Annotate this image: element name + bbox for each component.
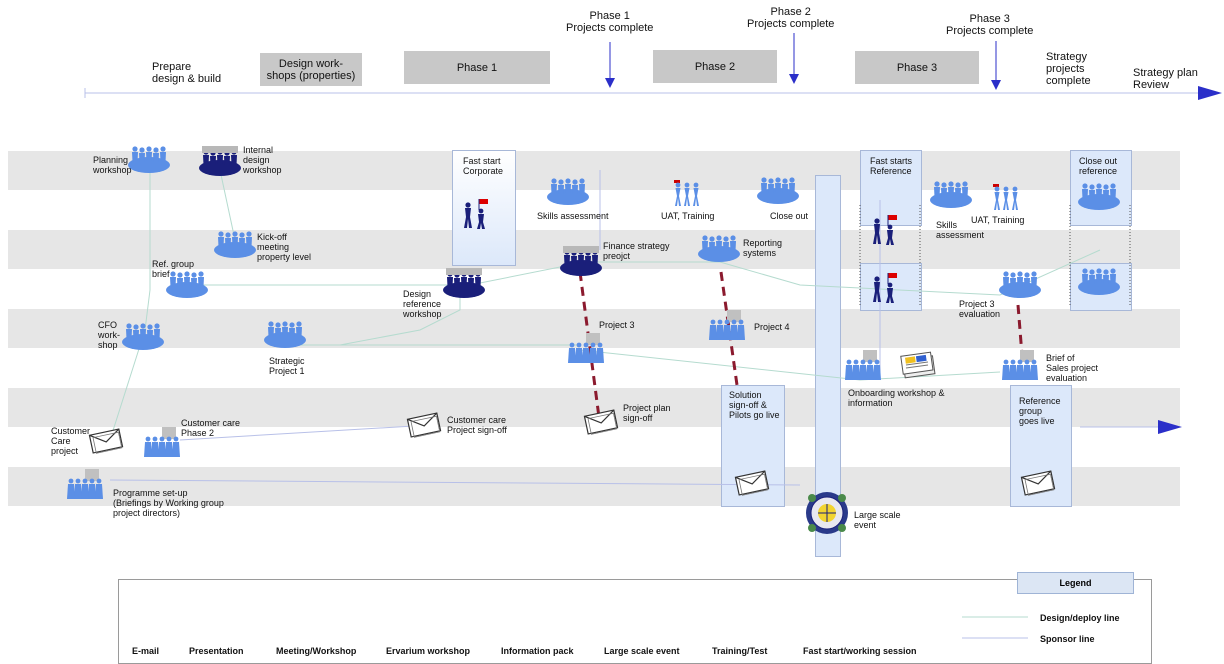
customer-care-signoff-label: Customer care Project sign-off — [447, 415, 507, 435]
legend-email-label: E-mail — [132, 646, 160, 656]
meeting-icon — [121, 320, 165, 357]
legend-design-line-label: Design/deploy line — [1040, 613, 1120, 623]
strategy-complete-label: Strategy projects complete — [1046, 51, 1091, 87]
timeline-axis — [84, 33, 1222, 100]
solution-signoff-label: Solution sign-off & Pilots go live — [729, 390, 780, 420]
meeting-icon — [929, 178, 973, 215]
meeting-icon — [998, 268, 1042, 305]
project3-evaluation-label: Project 3 evaluation — [959, 299, 1001, 319]
timeline-prepare-label: Prepare design & build — [152, 61, 222, 85]
ervarium-icon — [198, 146, 242, 183]
legend-ervarium-label: Ervarium workshop — [386, 646, 471, 656]
presentation-icon — [709, 310, 749, 347]
email-icon — [734, 470, 770, 501]
meeting-icon — [756, 174, 800, 211]
phase2-complete-label: Phase 2 Projects complete — [747, 6, 835, 30]
customer-care-phase2-label: Customer care Phase 2 — [181, 418, 241, 438]
legend-training-label: Training/Test — [712, 646, 768, 656]
planning-workshop-label: Planning workshop — [93, 155, 132, 175]
training-icon — [989, 180, 1023, 217]
reference-group-live-label: Reference group goes live — [1019, 396, 1061, 426]
large-scale-event-label: Large scale event — [854, 510, 901, 530]
strategic-project1-label: Strategic Project 1 — [269, 356, 305, 376]
legend-sponsor-line-label: Sponsor line — [1040, 634, 1095, 644]
legend-meeting-label: Meeting/Workshop — [276, 646, 357, 656]
email-icon — [406, 412, 442, 443]
fast-starts-reference-label: Fast starts Reference — [870, 156, 913, 176]
fast-start-icon — [459, 196, 493, 235]
email-icon — [583, 409, 619, 440]
close-out-reference-label: Close out reference — [1079, 156, 1118, 176]
legend-large-event-label: Large scale event — [604, 646, 680, 656]
phase1-box: Phase 1 — [404, 51, 550, 84]
fast-start-icon — [868, 270, 902, 309]
legend-presentation-label: Presentation — [189, 646, 244, 656]
onboarding-workshop-label: Onboarding workshop & information — [848, 388, 945, 408]
skills-assessment2-label: Skills assessment — [936, 220, 985, 240]
finance-strategy-label: Finance strategy preojct — [603, 241, 670, 261]
close-out-label: Close out — [770, 211, 809, 221]
meeting-icon — [1077, 265, 1121, 302]
meeting-icon — [1077, 180, 1121, 217]
legend-info-pack-label: Information pack — [501, 646, 574, 656]
phase1-complete-label: Phase 1 Projects complete — [566, 10, 654, 34]
phase2-box: Phase 2 — [653, 50, 777, 83]
reporting-systems-label: Reporting systems — [743, 238, 783, 258]
project4-label: Project 4 — [754, 322, 790, 332]
presentation-icon — [845, 350, 885, 387]
meeting-icon — [127, 143, 171, 180]
fast-start-corporate-panel — [452, 150, 516, 266]
ervarium-icon — [559, 246, 603, 283]
presentation-icon — [67, 469, 107, 506]
kickoff-meeting-label: Kick-off meeting property level — [257, 232, 312, 262]
customer-care-project-label: Customer Care project — [51, 426, 91, 456]
legend-fast-start-label: Fast start/working session — [803, 646, 917, 656]
ervarium-icon — [442, 268, 486, 305]
ref-group-brief-label: Ref. group brief — [152, 259, 195, 279]
uat-training-label: UAT, Training — [661, 211, 715, 221]
strategy-review-label: Strategy plan Review — [1133, 67, 1198, 91]
programme-setup-label: Programme set-up (Briefings by Working g… — [113, 488, 224, 518]
meeting-icon — [213, 228, 257, 265]
training-icon — [670, 176, 704, 213]
meeting-icon — [263, 318, 307, 355]
phase3-box: Phase 3 — [855, 51, 979, 84]
email-icon — [88, 428, 124, 459]
fast-start-icon — [868, 212, 902, 251]
legend-title: Legend — [1017, 572, 1134, 594]
uat-training2-label: UAT, Training — [971, 215, 1025, 225]
fast-starts-reference-panel-top — [860, 150, 922, 226]
presentation-icon — [568, 333, 608, 370]
brief-sales-project-label: Brief of Sales project evaluation — [1046, 353, 1099, 383]
meeting-icon — [546, 175, 590, 212]
presentation-icon — [144, 427, 184, 464]
globe-icon — [804, 490, 850, 541]
phase3-complete-label: Phase 3 Projects complete — [946, 13, 1034, 37]
project3-label: Project 3 — [599, 320, 635, 330]
close-out-reference-panel-top — [1070, 150, 1132, 226]
fast-start-corporate-label: Fast start Corporate — [463, 156, 504, 176]
presentation-icon — [1002, 350, 1042, 387]
meeting-icon — [165, 268, 209, 305]
skills-assessment-label: Skills assessment — [537, 211, 609, 221]
design-reference-workshop-label: Design reference workshop — [403, 289, 442, 319]
design-workshops-box: Design work- shops (properties) — [260, 53, 362, 86]
project-plan-signoff-label: Project plan sign-off — [623, 403, 671, 423]
info-pack-icon — [898, 348, 938, 385]
internal-design-workshop-label: Internal design workshop — [243, 145, 282, 175]
meeting-icon — [697, 232, 741, 269]
cfo-workshop-label: CFO work- shop — [98, 320, 120, 350]
email-icon — [1020, 470, 1056, 501]
